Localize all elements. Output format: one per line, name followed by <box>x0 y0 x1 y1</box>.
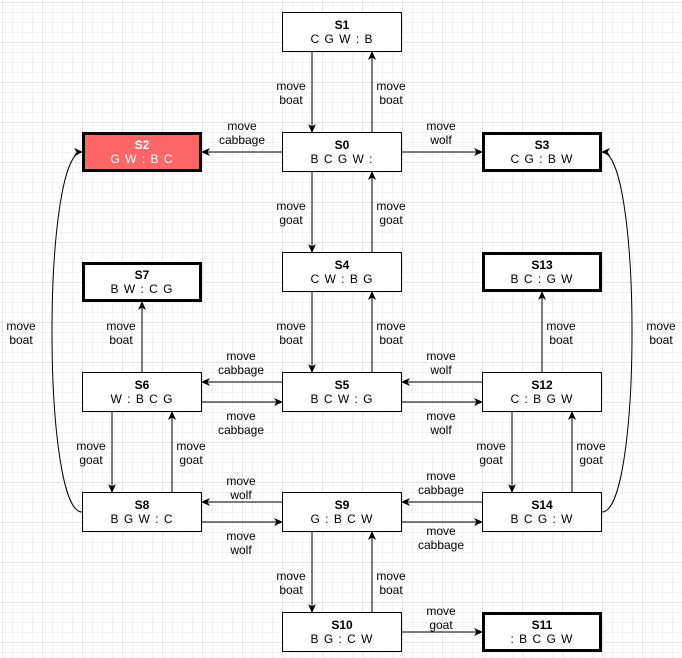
state-description: B W : C G <box>110 282 174 296</box>
state-description: G W : B C <box>110 152 174 166</box>
edge-label-s0-to-s1: move boat <box>376 79 406 107</box>
edge-label-s9-to-s10: move boat <box>276 569 306 597</box>
edge-label-s10-to-s9: move boat <box>376 569 406 597</box>
edge-label-s5-to-s12: move wolf <box>426 409 456 437</box>
edge-label-s8-to-s9: move wolf <box>226 529 256 557</box>
state-description: G : B C W <box>310 512 374 526</box>
state-id: S0 <box>334 138 350 152</box>
state-id: S13 <box>531 258 553 272</box>
state-description: C G W : B <box>310 32 374 46</box>
edge-s14-to-s3 <box>601 148 633 513</box>
state-id: S8 <box>134 498 150 512</box>
edge-label-s6-to-s7: move boat <box>106 319 136 347</box>
edge-label-s14-to-s3: move boat <box>646 319 676 347</box>
edge-label-s9-to-s8: move wolf <box>226 474 256 502</box>
edge-label-s5-to-s4: move boat <box>376 319 406 347</box>
edge-label-s8-to-s6: move goat <box>176 439 206 467</box>
edge-label-s12-to-s13: move boat <box>546 319 576 347</box>
state-description: B C G W : <box>310 152 374 166</box>
state-description: B G : C W <box>310 632 374 646</box>
state-description: B C : G W <box>510 272 574 286</box>
state-id: S4 <box>334 258 350 272</box>
edge-label-s9-to-s14: move cabbage <box>417 524 465 552</box>
state-description: C W : B G <box>310 272 374 286</box>
edge-label-s1-to-s0: move boat <box>276 79 306 107</box>
edge-s8-to-s2 <box>51 148 83 513</box>
edge-label-s4-to-s5: move boat <box>276 319 306 347</box>
edge-label-s8-to-s2: move boat <box>6 319 36 347</box>
state-description: B C G : W <box>510 512 574 526</box>
edge-label-s12-to-s5: move wolf <box>426 349 456 377</box>
state-description: W : B C G <box>110 392 174 406</box>
edges <box>51 51 633 636</box>
state-id: S3 <box>534 138 550 152</box>
state-description: B C W : G <box>310 392 374 406</box>
state-description: C G : B W <box>510 152 574 166</box>
state-id: S7 <box>134 268 150 282</box>
edge-label-s14-to-s9: move cabbage <box>417 469 465 497</box>
state-id: S11 <box>531 618 553 632</box>
state-node-s11: S11: B C G W <box>482 612 602 652</box>
edge-label-s14-to-s12: move goat <box>576 439 606 467</box>
state-id: S1 <box>334 18 350 32</box>
state-id: S2 <box>134 138 150 152</box>
edge-label-s4-to-s0: move goat <box>376 199 406 227</box>
edge-label-s10-to-s11: move goat <box>426 604 456 632</box>
state-id: S14 <box>531 498 553 512</box>
edge-label-s12-to-s14: move goat <box>476 439 506 467</box>
edge-label-s6-to-s5: move cabbage <box>217 409 265 437</box>
edge-label-s0-to-s3: move wolf <box>426 119 456 147</box>
state-id: S12 <box>531 378 553 392</box>
state-description: C : B G W <box>510 392 574 406</box>
state-id: S5 <box>334 378 350 392</box>
edge-label-s5-to-s6: move cabbage <box>217 349 265 377</box>
edge-label-s0-to-s2: move cabbage <box>218 119 266 147</box>
state-id: S6 <box>134 378 150 392</box>
state-id: S9 <box>334 498 350 512</box>
edge-label-s0-to-s4: move goat <box>276 199 306 227</box>
state-id: S10 <box>331 618 353 632</box>
state-description: B G W : C <box>110 512 174 526</box>
edge-label-s6-to-s8: move goat <box>76 439 106 467</box>
state-description: : B C G W <box>510 632 574 646</box>
